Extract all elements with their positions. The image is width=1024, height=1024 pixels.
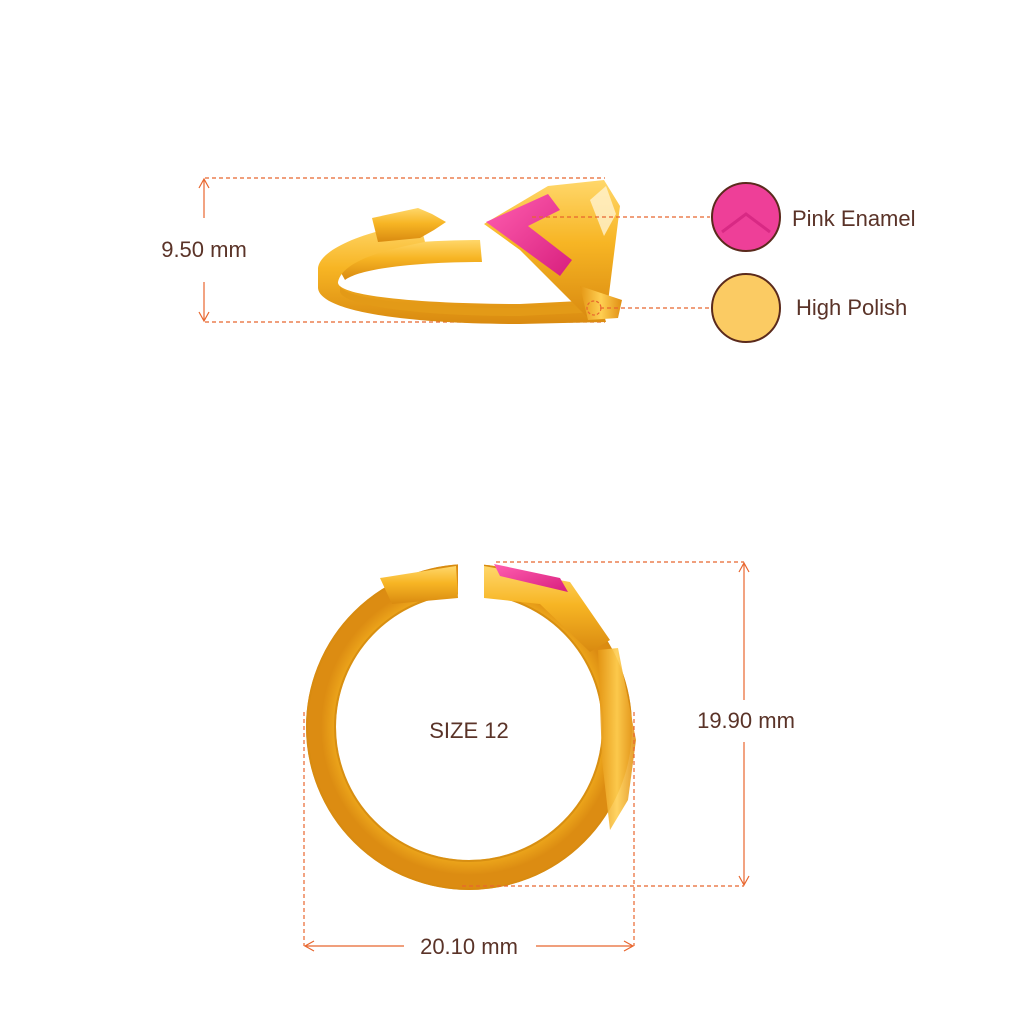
arrow-down-icon — [738, 875, 750, 887]
legend-label-pink-enamel: Pink Enamel — [792, 206, 916, 231]
ring-left-tip — [372, 208, 446, 242]
ring-band-front — [318, 222, 606, 324]
top-view: SIZE 12 19.90 mm 20.10 mm — [303, 555, 795, 959]
arrow-up-icon — [738, 561, 750, 573]
arrow-down-icon — [198, 311, 210, 323]
top-width-label: 20.10 mm — [420, 934, 518, 959]
side-view: 9.50 mm — [161, 177, 712, 324]
ring-right-end — [484, 566, 610, 652]
pink-enamel-top — [494, 564, 568, 592]
legend: Pink Enamel High Polish — [711, 182, 916, 343]
legend-label-high-polish: High Polish — [796, 295, 907, 320]
ring-band-edge — [340, 286, 600, 316]
arrow-left-icon — [303, 940, 315, 952]
pink-enamel-v — [486, 194, 572, 276]
ring-gap — [458, 555, 484, 599]
ring-right-lower-end — [580, 286, 622, 320]
side-height-label: 9.50 mm — [161, 237, 247, 262]
arrow-up-icon — [198, 177, 210, 189]
high-polish-swatch — [711, 273, 781, 343]
pink-enamel-swatch — [711, 182, 781, 252]
ring-left-end — [380, 566, 458, 604]
ring-size-label: SIZE 12 — [429, 718, 508, 743]
arrow-right-icon — [623, 940, 635, 952]
top-height-label: 19.90 mm — [697, 708, 795, 733]
ring-inner-opening — [590, 186, 616, 236]
enamel-swatch-chevron-icon — [721, 212, 771, 234]
ring-right-segment — [598, 648, 636, 830]
